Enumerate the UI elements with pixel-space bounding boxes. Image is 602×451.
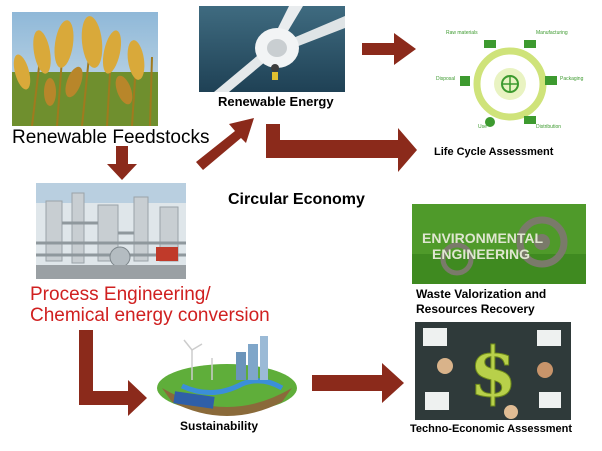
renewable-feedstocks-label: Renewable Feedstocks <box>12 127 210 148</box>
lifecycle-stage-disposal: Disposal <box>436 76 456 82</box>
process-engineering-label-1: Process Engineering/ <box>30 284 211 305</box>
lifecycle-stage-manufacturing: Manufacturing <box>536 30 568 36</box>
environmental-engineering-image: ENVIRONMENTAL ENGINEERING <box>412 204 586 284</box>
env-sign-line1: ENVIRONMENTAL <box>422 230 544 246</box>
env-sign-line2: ENGINEERING <box>432 246 531 262</box>
wheat-image <box>12 12 158 126</box>
waste-valorization-label-1: Waste Valorization and <box>416 287 547 301</box>
waste-valorization-label-2: Resources Recovery <box>416 302 535 316</box>
life-cycle-assessment-label: Life Cycle Assessment <box>434 146 554 158</box>
lifecycle-stage-raw-materials: Raw materials <box>446 30 478 36</box>
wind-turbine-image <box>199 6 345 92</box>
lifecycle-stage-distribution: Distribution <box>536 124 562 130</box>
svg-text:$: $ <box>469 333 516 413</box>
arrow-sustainability-to-tea <box>312 363 404 403</box>
sustainability-label: Sustainability <box>180 419 259 433</box>
arrow-energy-to-lifecycle <box>362 33 416 65</box>
renewable-energy-label: Renewable Energy <box>218 94 334 109</box>
process-engineering-label-2: Chemical energy conversion <box>30 305 270 326</box>
sustainability-image <box>152 330 302 416</box>
life-cycle-diagram <box>430 22 588 140</box>
arrow-process-to-sustainability <box>79 330 147 416</box>
lifecycle-stage-packaging: Packaging <box>560 76 584 82</box>
circular-economy-title: Circular Economy <box>228 191 365 208</box>
arrow-energy-to-lca <box>266 124 417 172</box>
techno-economic-image: $ <box>415 322 571 420</box>
arrow-feedstocks-to-process <box>107 146 137 180</box>
lifecycle-stage-use: Use <box>478 124 487 130</box>
techno-economic-label: Techno-Economic Assessment <box>410 423 572 435</box>
chemical-plant-image <box>36 183 186 279</box>
